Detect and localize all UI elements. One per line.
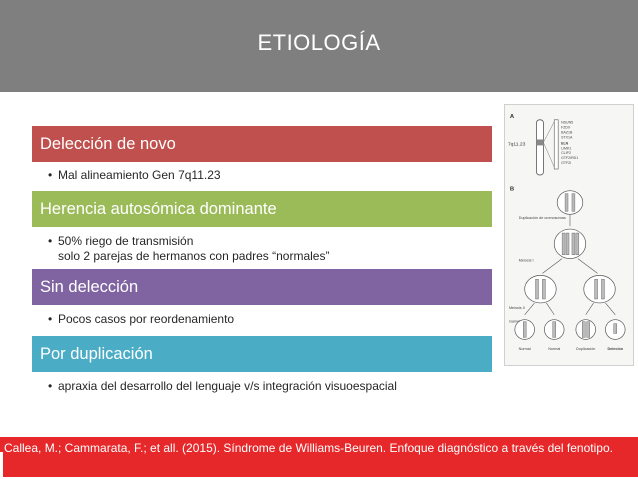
step-label: Duplicación de cromosomas: [519, 216, 566, 220]
bullet-dot: •: [48, 312, 53, 326]
gene-track-icon: [553, 119, 559, 170]
chromosome-icon: [523, 321, 527, 338]
bullet-text: Pocos casos por reordenamiento: [58, 312, 235, 326]
panel-b-label: B: [510, 187, 514, 193]
section-heading-por-duplicacion: Por duplicación: [32, 336, 492, 372]
arrow-icon: [577, 258, 598, 274]
bullet-text: 50% riego de transmisión solo 2 parejas …: [58, 234, 329, 264]
outcome-label: Normal: [548, 347, 560, 351]
citation-text: Callea, M.; Cammarata, F.; et all. (2015…: [4, 441, 613, 455]
arrow-icon: [524, 302, 535, 315]
gene-label: CLIP2: [561, 151, 571, 155]
chromosome-icon: [586, 321, 590, 338]
chromosome-icon: [552, 321, 556, 338]
section-heading-sin-delecion: Sin delección: [32, 269, 492, 305]
zoom-line-icon: [543, 142, 555, 168]
gene-label: GTF2I: [561, 161, 571, 165]
chromosome-icon: [575, 232, 580, 255]
section-heading-delecion-de-novo: Delección de novo: [32, 126, 492, 162]
zoom-line-icon: [543, 121, 555, 143]
bullet-dot: •: [48, 379, 53, 393]
gamete-icon: [575, 319, 596, 340]
arrow-icon: [542, 258, 563, 274]
chromosome-icon: [571, 232, 576, 255]
chromosome-icon: [535, 279, 539, 300]
panel-a-label: A: [510, 114, 515, 120]
deletion-region-icon: [536, 139, 544, 146]
gene-label: GTF2IRD1: [561, 156, 578, 160]
chromosome-icon: [542, 279, 546, 300]
chromosome-icon: [564, 193, 569, 212]
arrow-icon: [585, 302, 594, 315]
arrow-icon: [546, 302, 555, 315]
cell-icon: [524, 275, 557, 304]
bullet-dot: •: [48, 234, 53, 248]
gene-label: STX1A: [561, 136, 573, 140]
chromosome-icon: [582, 321, 586, 338]
chromosome-icon: [561, 232, 566, 255]
gene-label: ELN: [561, 141, 569, 145]
bullet-line: solo 2 parejas de hermanos con padres “n…: [58, 249, 330, 263]
step-label: Meiosis II: [509, 306, 525, 310]
citation-accent-bar: [0, 452, 3, 479]
gene-label: FZD9: [561, 126, 570, 130]
title-bar: ETIOLOGÍA: [0, 0, 638, 92]
gene-label: LIMK1: [561, 146, 571, 150]
section-heading-herencia: Herencia autosómica dominante: [32, 191, 492, 227]
chromosome-icon: [594, 279, 598, 300]
chromosome-icon: [536, 119, 544, 176]
gene-label: BAZ1B: [561, 131, 573, 135]
cell-icon: [553, 228, 587, 259]
chromosome-icon: [565, 232, 570, 255]
meiosis-diagram: A 7q11.23 NSUN5 FZD9 BAZ1B STX1A ELN LIM…: [504, 104, 634, 366]
arrow-icon: [605, 302, 616, 315]
outcome-label: Duplicación: [576, 347, 595, 351]
bullet-text: apraxia del desarrollo del lenguaje v/s …: [58, 379, 397, 393]
chromosome-icon: [613, 323, 617, 334]
bullet-text: Mal alineamiento Gen 7q11.23: [58, 168, 221, 182]
cell-icon: [556, 190, 584, 215]
outcome-label: Deleción: [607, 347, 623, 351]
gametes-label: Gametos: [509, 320, 524, 324]
outcome-label: Normal: [519, 347, 531, 351]
locus-label: 7q11.23: [508, 141, 526, 147]
slide-title: ETIOLOGÍA: [257, 30, 381, 55]
bullet-line: 50% riego de transmisión: [58, 234, 194, 248]
cell-icon: [583, 275, 616, 304]
step-label: Meiosis I: [519, 259, 534, 263]
gene-label: NSUN5: [561, 121, 573, 125]
citation-banner: Callea, M.; Cammarata, F.; et all. (2015…: [0, 437, 638, 477]
chromosome-icon: [601, 279, 605, 300]
chromosome-icon: [571, 193, 576, 212]
bullet-dot: •: [48, 168, 53, 182]
